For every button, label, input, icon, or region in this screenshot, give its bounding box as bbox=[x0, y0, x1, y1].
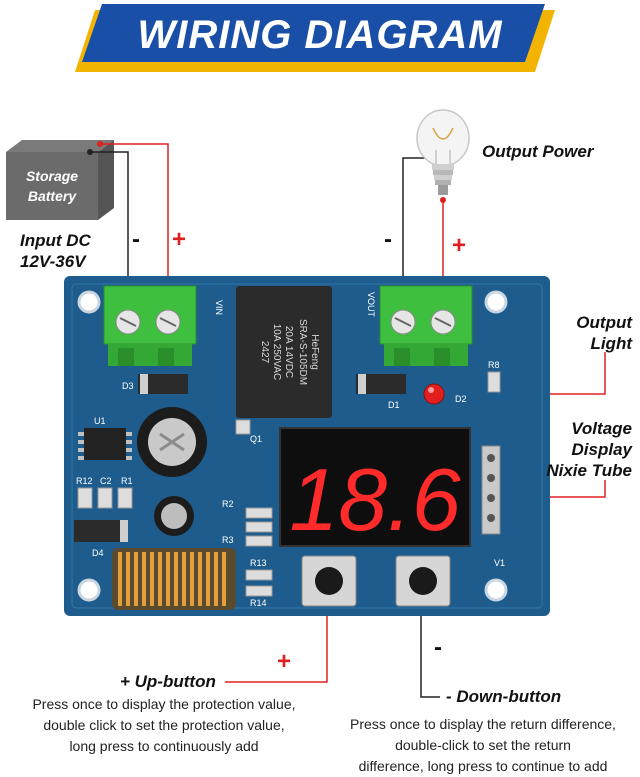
svg-text:C2: C2 bbox=[100, 476, 112, 486]
battery-icon bbox=[6, 140, 114, 220]
battery-line2: Battery bbox=[27, 188, 77, 204]
input-plus-sign: + bbox=[172, 226, 187, 253]
up-desc3: long press to continuously add bbox=[69, 738, 259, 754]
header-pins bbox=[481, 445, 501, 535]
input-terminal bbox=[103, 285, 197, 366]
svg-text:R1: R1 bbox=[121, 476, 133, 486]
battery-line1: Storage bbox=[25, 168, 79, 184]
relay-rating2: 10A 250VAC bbox=[271, 324, 282, 381]
svg-text:U1: U1 bbox=[94, 416, 106, 426]
voltage-line1: Voltage bbox=[571, 419, 632, 438]
down-button-switch bbox=[395, 555, 451, 607]
relay-rating1: 20A 14VDC bbox=[283, 326, 294, 378]
mounting-holes bbox=[77, 290, 508, 602]
input-label: Input DC 12V-36V bbox=[20, 230, 91, 272]
svg-text:R8: R8 bbox=[488, 360, 500, 370]
inductor-coil bbox=[112, 548, 236, 610]
up-desc1: Press once to display the protection val… bbox=[32, 696, 296, 712]
svg-text:D1: D1 bbox=[388, 400, 400, 410]
banner-shape bbox=[75, 4, 555, 72]
output-terminal bbox=[379, 285, 473, 366]
down-desc1: Press once to display the return differe… bbox=[350, 716, 616, 732]
output-minus-sign: - bbox=[384, 226, 392, 253]
diodes bbox=[74, 374, 406, 542]
relay-code: 2427 bbox=[259, 341, 270, 364]
svg-text:R2: R2 bbox=[222, 499, 234, 509]
svg-text:Q1: Q1 bbox=[250, 434, 262, 444]
seven-segment-display: 18.6 bbox=[279, 427, 471, 549]
svg-text:D3: D3 bbox=[122, 381, 134, 391]
svg-text:V1: V1 bbox=[494, 558, 505, 568]
up-button-title: + Up-button bbox=[120, 672, 216, 691]
svg-text:VOUT: VOUT bbox=[366, 292, 376, 318]
svg-text:R3: R3 bbox=[222, 535, 234, 545]
battery-label: Storage Battery bbox=[6, 166, 98, 206]
down-desc3: difference, long press to continue to ad… bbox=[358, 758, 608, 774]
title-banner bbox=[0, 0, 640, 80]
up-button-sign: + bbox=[277, 648, 292, 675]
down-desc2: double-click to set the return bbox=[395, 737, 571, 753]
output-light-line1: Output bbox=[576, 313, 632, 332]
svg-text:R14: R14 bbox=[250, 598, 267, 608]
relay: HeFeng SRA-S-105DM 20A 14VDC 10A 250VAC … bbox=[236, 286, 332, 418]
up-desc2: double click to set the protection value… bbox=[43, 717, 285, 733]
output-plus-sign: + bbox=[452, 232, 467, 259]
voltage-line2: Display bbox=[571, 440, 632, 459]
svg-text:D2: D2 bbox=[455, 394, 467, 404]
display-digits: 18.6 bbox=[289, 450, 460, 549]
up-button-switch bbox=[301, 555, 357, 607]
svg-text:R12: R12 bbox=[76, 476, 93, 486]
down-button-description: Press once to display the return differe… bbox=[330, 714, 636, 777]
output-led bbox=[423, 383, 445, 405]
up-button-description: Press once to display the protection val… bbox=[4, 694, 324, 757]
voltage-line3: Nixie Tube bbox=[546, 461, 632, 480]
capacitors bbox=[137, 407, 207, 536]
resistor-r8 bbox=[487, 371, 501, 393]
input-line1: Input DC bbox=[20, 231, 91, 250]
output-power-label: Output Power bbox=[482, 142, 594, 161]
output-light-line2: Light bbox=[590, 334, 632, 353]
light-bulb-icon bbox=[416, 109, 470, 195]
svg-text:VIN: VIN bbox=[214, 300, 224, 315]
voltage-display-label: Voltage Display Nixie Tube bbox=[536, 418, 632, 481]
input-line2: 12V-36V bbox=[20, 252, 86, 271]
ic-u1 bbox=[78, 428, 132, 460]
relay-brand: HeFeng bbox=[309, 334, 320, 370]
page-title: WIRING DIAGRAM bbox=[137, 12, 503, 57]
svg-text:R13: R13 bbox=[250, 558, 267, 568]
smd-components bbox=[77, 419, 273, 597]
silkscreen-labels: D3 D1 D2 D4 U1 Q1 R8 R12 C2 R1 R2 R3 R13… bbox=[76, 292, 505, 608]
input-minus-sign: - bbox=[132, 226, 140, 253]
output-light-label: Output Light bbox=[560, 312, 632, 354]
down-button-title: - Down-button bbox=[446, 687, 562, 706]
down-button-sign: - bbox=[434, 634, 442, 661]
svg-text:D4: D4 bbox=[92, 548, 104, 558]
relay-model: SRA-S-105DM bbox=[297, 319, 308, 385]
